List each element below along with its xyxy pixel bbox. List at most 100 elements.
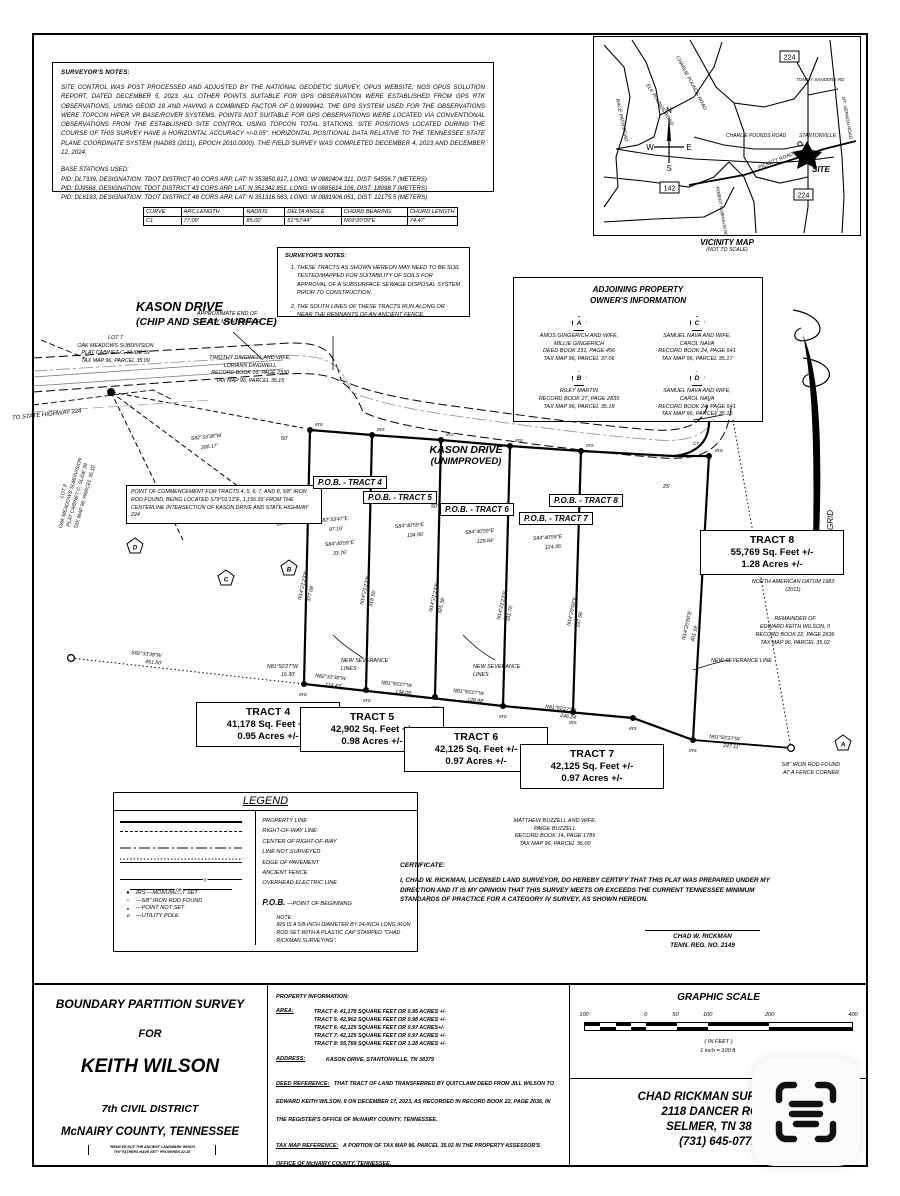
svg-text:IRS: IRS — [586, 443, 595, 448]
svg-text:S84°40'59"E: S84°40'59"E — [533, 534, 563, 542]
svg-text:EDWARD KEITH WILSON, II: EDWARD KEITH WILSON, II — [760, 624, 830, 630]
vicinity-map-caption: VICINITY MAP (NOT TO SCALE) — [593, 238, 861, 253]
svg-text:GRID: GRID — [826, 510, 835, 530]
svg-text:NEW SEVERANCE LINE: NEW SEVERANCE LINE — [711, 658, 772, 664]
svg-text:ROBERT ROBINSON RD: ROBERT ROBINSON RD — [715, 186, 729, 236]
svg-text:300.17': 300.17' — [201, 443, 219, 451]
svg-text:IRS: IRS — [446, 432, 455, 437]
svg-text:RECORD BOOK 22, PAGE 2636: RECORD BOOK 22, PAGE 2636 — [756, 632, 835, 638]
curve-col-chord-length: CHORD LENGTH — [406, 207, 459, 217]
svg-text:N: N — [666, 106, 672, 115]
svg-text:N81°50'27"W: N81°50'27"W — [267, 664, 299, 670]
svg-text:124.35': 124.35' — [545, 544, 563, 551]
vicinity-subtitle: (NOT TO SCALE) — [706, 247, 748, 253]
adjoiner-entry-a: A AMOS GINGERICH AND WIFE, MILLIE GINGER… — [520, 312, 638, 363]
legend-line-dotted — [120, 847, 250, 860]
curve-cell: N69°20'09"E — [340, 216, 408, 226]
proverb-line-1: "REMOVE NOT THE ANCIENT LANDMARK WHICH — [109, 1145, 195, 1149]
legend-line-fence: x x — [120, 868, 250, 885]
curve-cell: C1 — [143, 216, 182, 226]
compass-rose: N S W E — [646, 106, 691, 173]
adjoiner-line: RECORD BOOK 27, PAGE 2835 — [538, 395, 620, 402]
svg-text:331.75': 331.75' — [505, 604, 515, 623]
svg-text:S82°33'38"W: S82°33'38"W — [131, 650, 163, 659]
signature-line — [645, 930, 760, 931]
svg-text:142: 142 — [664, 186, 676, 193]
deed-reference-value: THAT TRACT OF LAND TRANSFERRED BY QUITCL… — [276, 1081, 554, 1123]
utility-pole-icon: ⌀ — [126, 912, 130, 919]
buzzell-line: PAIGE BUZZELL — [533, 825, 577, 832]
legend-label: RIGHT-OF-WAY LINE — [262, 828, 317, 835]
scale-ratio: 1 inch = 100 ft. — [700, 1047, 737, 1054]
legend-label: PROPERTY LINE — [262, 818, 307, 824]
adjoiner-line: TAX MAP 96, PARCEL 35.17 — [661, 355, 733, 362]
adjoiner-line: TAX MAP 96, PARCEL 35.16 — [661, 411, 733, 418]
adjoiner-line: TAX MAP 96, PARCEL 35.18 — [543, 403, 615, 410]
document-scan-watermark — [752, 1058, 860, 1166]
surveyor-phone: (731) 645-0771 — [679, 1136, 758, 1148]
svg-text:TAX MAP 96, PARCEL 35.02: TAX MAP 96, PARCEL 35.02 — [760, 640, 830, 646]
proverb-note: "REMOVE NOT THE ANCIENT LANDMARK WHICH T… — [88, 1145, 216, 1155]
legend-symbol-column: x x oe oe ● IRS ---MONUMENT SET ○ — [114, 811, 257, 945]
svg-text:N81°50'27"W: N81°50'27"W — [453, 688, 485, 697]
signature-block: CHAD W. RICKMAN TENN. REG. NO. 2149 — [645, 930, 760, 950]
curve-col-radius: RADIUS — [243, 207, 286, 217]
svg-text:S82°33'47"E: S82°33'47"E — [319, 516, 349, 524]
legend-note-body: IRS IS A 5/8-INCH DIAMETER BY 24-INCH LO… — [276, 922, 411, 944]
svg-text:IRS: IRS — [499, 714, 508, 719]
svg-text:S84°40'59"E: S84°40'59"E — [465, 528, 495, 536]
client-name: KEITH WILSON — [80, 1056, 220, 1077]
point-of-commencement-note: POINT OF COMMENCEMENT FOR TRACTS 4, 5, 6… — [126, 485, 322, 525]
svg-text:134.95': 134.95' — [407, 532, 425, 539]
curve-cell: 51°57'44" — [284, 216, 342, 226]
adjoiner-entry-d: D SAMUEL NAVA AND WIFE, CAROL NAVA RECOR… — [638, 367, 756, 418]
tax-map-label: TAX MAP REFERENCE: — [276, 1143, 339, 1149]
dingwell-owner-note: TIMOTHY DINGWELL AND WIFE, LORIANN DINGW… — [209, 355, 291, 384]
curve-col-delta: DELTA ANGLE — [284, 207, 342, 217]
curve-table: CURVE ARC LENGTH RADIUS DELTA ANGLE CHOR… — [143, 207, 459, 226]
svg-text:33.76': 33.76' — [333, 550, 348, 557]
svg-text:IRS: IRS — [569, 720, 578, 725]
svg-text:97.16': 97.16' — [329, 526, 344, 533]
tax-map-reference-section: TAX MAP REFERENCE: A PORTION OF TAX MAP … — [276, 1134, 561, 1170]
svg-text:(2011): (2011) — [785, 587, 800, 593]
svg-text:IRS: IRS — [377, 427, 386, 432]
svg-text:N81°50'27"W: N81°50'27"W — [545, 704, 577, 714]
curve-col-arc: ARC LENGTH — [180, 207, 245, 217]
svg-text:NEW SEVERANCE: NEW SEVERANCE — [473, 664, 521, 670]
scale-tick: 50 — [672, 1012, 679, 1018]
adjoining-owners-box: ADJOINING PROPERTY OWNER'S INFORMATION A… — [513, 277, 763, 422]
legend-title: LEGEND — [114, 793, 417, 811]
curve-cell: 85.00' — [243, 216, 286, 226]
svg-text:401.18': 401.18' — [690, 624, 700, 643]
title-block-left: BOUNDARY PARTITION SURVEY FOR KEITH WILS… — [33, 983, 268, 1167]
address-value: KASON DRIVE, STANTONVILLE, TN 38379 — [326, 1057, 434, 1063]
svg-text:IRS: IRS — [515, 438, 524, 443]
surveyor-notes-2-title: SURVEYOR'S NOTES: — [285, 253, 347, 259]
svg-text:NORTH AMERICAN DATUM 1983: NORTH AMERICAN DATUM 1983 — [752, 579, 835, 585]
area-row: TRACT 7: 42,125 SQUARE FEET OR 0.97 ACRE… — [314, 1033, 447, 1039]
deed-reference-label: DEED REFERENCE: — [276, 1081, 330, 1087]
curve-table-row: C1 77.09' 85.00' 51°57'44" N69°20'09"E 7… — [143, 216, 459, 226]
graphic-scale-block: GRAPHIC SCALE 100 0 50 100 200 400 ( — [570, 983, 867, 1079]
legend-line-dashed — [120, 826, 250, 836]
pob-tract-7-label: P.O.B. - TRACT 7 — [519, 512, 593, 525]
area-row: TRACT 6: 42,125 SQUARE FEET OR 0.97 ACRE… — [314, 1025, 445, 1031]
legend-box: LEGEND — [113, 792, 418, 952]
svg-text:oe: oe — [176, 888, 182, 893]
civil-district: 7th CIVIL DISTRICT — [101, 1103, 199, 1115]
adjoiner-line: SAMUEL NAVA AND WIFE, — [663, 388, 731, 395]
legend-pob-abbr: P.O.B. — [262, 897, 286, 907]
svg-text:x: x — [204, 877, 207, 882]
buzzell-line: MATTHEW BUZZELL AND WIFE, — [513, 818, 597, 824]
svg-text:COUNTY MAINTENANCE: COUNTY MAINTENANCE — [197, 319, 261, 325]
adjoiner-line: RECORD BOOK 24, PAGE 541 — [658, 403, 736, 410]
scale-tick: 100 — [579, 1012, 589, 1018]
legend-line-dashdot — [120, 837, 250, 849]
svg-text:IRS: IRS — [315, 422, 324, 427]
area-row: TRACT 8: 55,769 SQUARE FEET OR 1.28 ACRE… — [314, 1041, 447, 1047]
svg-text:337.56': 337.56' — [575, 610, 585, 629]
svg-text:S82°33'38"W: S82°33'38"W — [191, 433, 223, 442]
curve-table-header-row: CURVE ARC LENGTH RADIUS DELTA ANGLE CHOR… — [143, 207, 459, 217]
svg-text:16.30': 16.30' — [281, 672, 296, 678]
